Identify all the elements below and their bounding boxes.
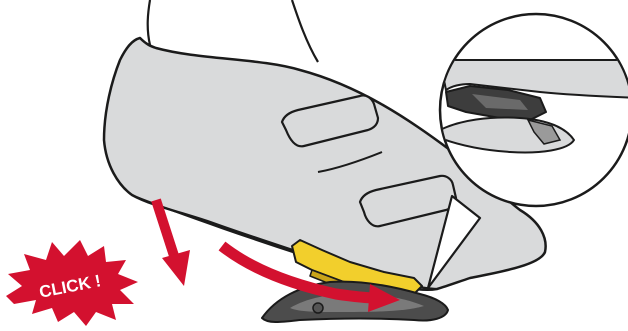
pedal-axle-bolt	[313, 303, 323, 313]
down-arrow-head	[162, 250, 190, 286]
leg-outline-left	[148, 0, 150, 45]
click-burst: CLICK !	[6, 240, 138, 326]
leg-outline-right	[292, 0, 318, 62]
